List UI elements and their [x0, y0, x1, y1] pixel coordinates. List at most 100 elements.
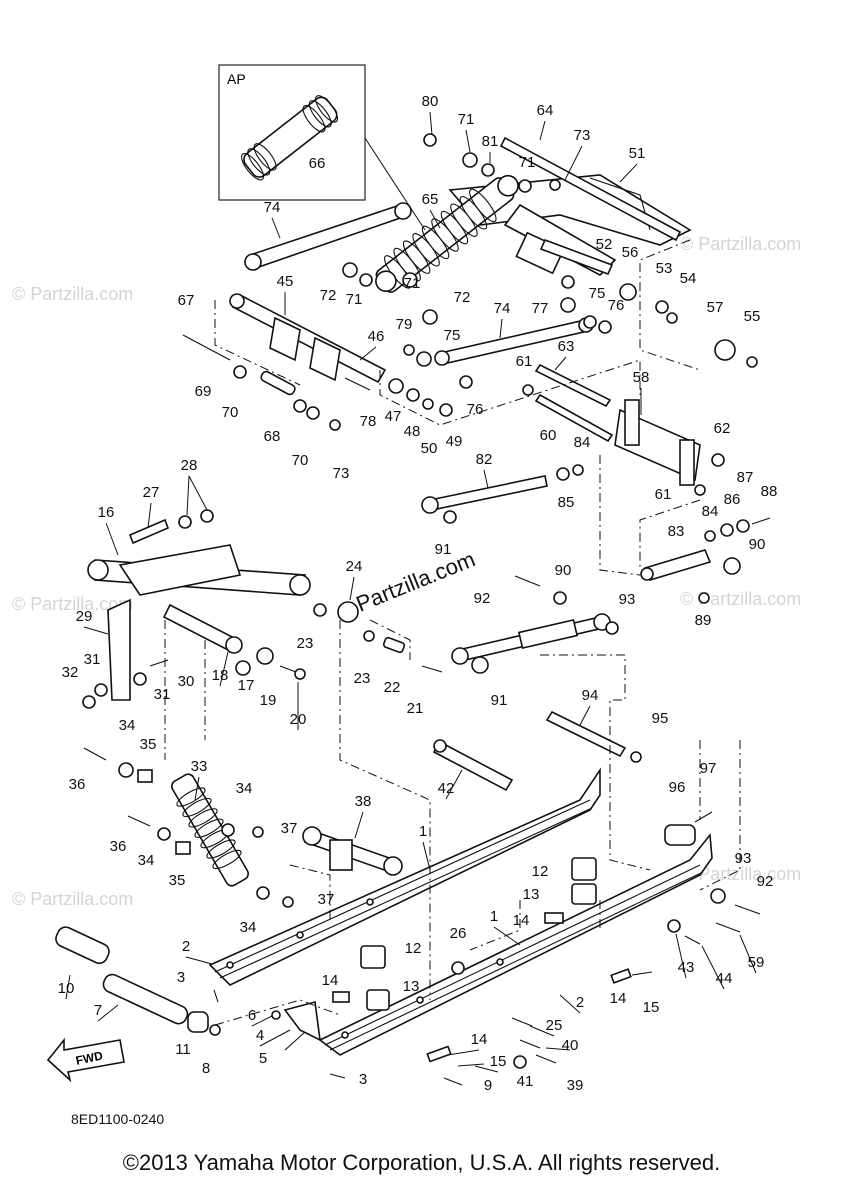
part-callout-13: 13 [523, 886, 540, 903]
part-callout-14: 14 [322, 972, 339, 989]
part-callout-60: 60 [540, 427, 557, 444]
copyright-notice: ©2013 Yamaha Motor Corporation, U.S.A. A… [122, 1150, 721, 1175]
part-callout-22: 22 [384, 679, 401, 696]
part-callout-81: 81 [482, 133, 499, 150]
part-callout-31: 31 [154, 686, 171, 703]
rods-94-42 [432, 710, 642, 792]
watermark-group: © Partzilla.com © Partzilla.com © Partzi… [12, 234, 801, 909]
part-callout-61: 61 [516, 353, 533, 370]
part-callout-5: 5 [259, 1050, 267, 1067]
part-callout-63: 63 [558, 338, 575, 355]
part-callout-51: 51 [629, 145, 646, 162]
fwd-label: FWD [74, 1048, 104, 1067]
part-callout-12: 12 [532, 863, 549, 880]
part-callout-32: 32 [62, 664, 79, 681]
part-callout-58: 58 [633, 369, 650, 386]
drawing-code: 8ED1100-0240 [71, 1111, 164, 1127]
part-callout-20: 20 [290, 711, 307, 728]
part-callout-71: 71 [346, 291, 363, 308]
part-callout-30: 30 [178, 673, 195, 690]
part-callout-23: 23 [297, 635, 314, 652]
part-callout-72: 72 [320, 287, 337, 304]
part-callout-14: 14 [471, 1031, 488, 1048]
part-callout-90: 90 [555, 562, 572, 579]
part-callout-52: 52 [596, 236, 613, 253]
part-callout-47: 47 [385, 408, 402, 425]
part-callout-88: 88 [761, 483, 778, 500]
part-callout-3: 3 [359, 1071, 367, 1088]
part-callout-27: 27 [143, 484, 160, 501]
part-callout-54: 54 [680, 270, 697, 287]
part-callout-7: 7 [94, 1002, 102, 1019]
part-callout-41: 41 [517, 1073, 534, 1090]
part-callout-73: 73 [574, 127, 591, 144]
part-callout-71: 71 [519, 154, 536, 171]
part-callout-46: 46 [368, 328, 385, 345]
part-callout-95: 95 [652, 710, 669, 727]
part-callout-8: 8 [202, 1060, 210, 1077]
part-callout-55: 55 [744, 308, 761, 325]
part-callout-1: 1 [419, 823, 427, 840]
part-callout-84: 84 [574, 434, 591, 451]
part-callout-49: 49 [446, 433, 463, 450]
part-callout-14: 14 [610, 990, 627, 1007]
part-callout-61: 61 [655, 486, 672, 503]
slide-rail-upper [208, 767, 601, 986]
part-callout-57: 57 [707, 299, 724, 316]
part-callout-31: 31 [84, 651, 101, 668]
part-callout-66: 66 [309, 155, 326, 172]
rod-82 [421, 464, 584, 524]
part-callout-96: 96 [669, 779, 686, 796]
hardware-top [182, 133, 758, 431]
part-callout-33: 33 [191, 758, 208, 775]
part-callout-84: 84 [702, 503, 719, 520]
watermark-text: © Partzilla.com [12, 889, 133, 909]
part-callout-56: 56 [622, 244, 639, 261]
part-callout-42: 42 [438, 780, 455, 797]
part-callout-67: 67 [178, 292, 195, 309]
part-callout-34: 34 [236, 780, 253, 797]
part-callout-86: 86 [724, 491, 741, 508]
part-callout-34: 34 [138, 852, 155, 869]
arm-bracket-45 [229, 293, 387, 384]
part-callout-73: 73 [333, 465, 350, 482]
part-callout-44: 44 [716, 970, 733, 987]
watermark-text: © Partzilla.com [12, 284, 133, 304]
part-callout-74: 74 [494, 300, 511, 317]
shock-absorber-65 [375, 174, 519, 293]
part-callout-53: 53 [656, 260, 673, 277]
watermark-text: © Partzilla.com [680, 234, 801, 254]
part-callout-77: 77 [532, 300, 549, 317]
part-callout-23: 23 [354, 670, 371, 687]
shafts-top [499, 136, 682, 276]
part-callout-87: 87 [737, 469, 754, 486]
partzilla-watermark: Partzilla.com [353, 546, 479, 616]
part-callout-12: 12 [405, 940, 422, 957]
part-callout-97: 97 [700, 760, 717, 777]
part-callout-13: 13 [403, 978, 420, 995]
part-callout-93: 93 [619, 591, 636, 608]
watermark-text: © Partzilla.com [680, 589, 801, 609]
part-callout-83: 83 [668, 523, 685, 540]
part-callout-50: 50 [421, 440, 438, 457]
inset-label: AP [227, 71, 246, 87]
part-callout-34: 34 [240, 919, 257, 936]
part-callout-17: 17 [238, 677, 255, 694]
part-callout-93: 93 [735, 850, 752, 867]
part-callout-4: 4 [256, 1027, 264, 1044]
part-callout-85: 85 [558, 494, 575, 511]
part-callout-25: 25 [546, 1017, 563, 1034]
part-callout-35: 35 [169, 872, 186, 889]
part-callout-19: 19 [260, 692, 277, 709]
fwd-arrow: FWD [46, 1037, 125, 1083]
part-callout-64: 64 [537, 102, 554, 119]
hardware-row-17-23 [235, 601, 443, 680]
part-callout-15: 15 [643, 999, 660, 1016]
part-callout-14: 14 [513, 912, 530, 929]
part-callout-91: 91 [491, 692, 508, 709]
part-callout-75: 75 [589, 285, 606, 302]
slide-rail-lower [318, 832, 713, 1056]
part-callout-21: 21 [407, 700, 424, 717]
